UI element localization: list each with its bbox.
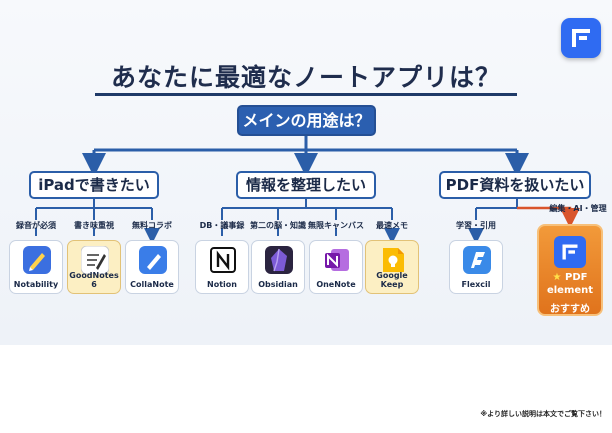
sub-label-quick-memo: 最速メモ [376,221,408,230]
sub-label-database: DB・議事録 [199,221,245,230]
title-underline [95,93,517,96]
category-pdf-box: PDF資料を扱いたい [439,171,591,199]
goodnotes-icon [81,246,109,274]
sub-label-edit-ai: 編集・AI・管理 [549,204,607,213]
root-question-box: メインの用途は？ [237,105,376,136]
category-ipad-box: iPadで書きたい [29,171,159,199]
app-tile-flexcil[interactable]: Flexcil [449,240,503,294]
app-tile-notion[interactable]: Notion [195,240,249,294]
recommended-badge: おすすめ [550,304,590,315]
flexcil-icon [463,246,491,274]
app-tile-obsidian[interactable]: Obsidian [251,240,305,294]
recommended-pdfelement-tile[interactable]: ★ PDF element おすすめ [537,224,603,316]
collanote-icon [139,246,167,274]
obsidian-icon [265,246,293,274]
app-tile-notability[interactable]: Notability [9,240,63,294]
pdfelement-logo-icon [561,18,601,58]
recommended-name-line1: ★ PDF [552,272,588,283]
app-name: Flexcil [461,280,491,289]
onenote-icon [325,249,349,271]
notability-icon [23,246,51,274]
google-keep-icon [383,248,404,272]
app-tile-collanote[interactable]: CollaNote [125,240,179,294]
notion-icon [210,247,236,273]
footnote: ※より詳しい説明は本文でご覧下さい！ [480,410,606,418]
sub-label-second-brain: 第二の脳・知識 [250,221,306,230]
recommended-name-line2: element [546,285,594,296]
app-name: Obsidian [258,280,298,289]
star-icon: ★ [552,272,562,283]
app-name: Google Keep [376,271,408,289]
category-organize-box: 情報を整理したい [236,171,376,199]
app-name: Notion [207,280,237,289]
app-tile-google-keep[interactable]: Google Keep [365,240,419,294]
sub-label-recording: 録音が必須 [16,221,56,230]
pdfelement-icon [554,236,586,268]
sub-label-free-collab: 無料コラボ [132,221,172,230]
sub-label-writing: 書き味重視 [74,221,114,230]
app-tile-goodnotes[interactable]: GoodNotes 6 [67,240,121,294]
app-tile-onenote[interactable]: OneNote [309,240,363,294]
sub-label-canvas: 無限キャンバス [308,221,364,230]
connector-lines [35,136,580,345]
app-name: CollaNote [130,280,174,289]
app-name: OneNote [316,280,356,289]
app-name: Notability [13,280,59,289]
sub-label-study: 学習・引用 [456,221,496,230]
page-title: あなたに最適なノートアプリは？ [110,63,501,92]
app-name: GoodNotes 6 [69,271,119,289]
